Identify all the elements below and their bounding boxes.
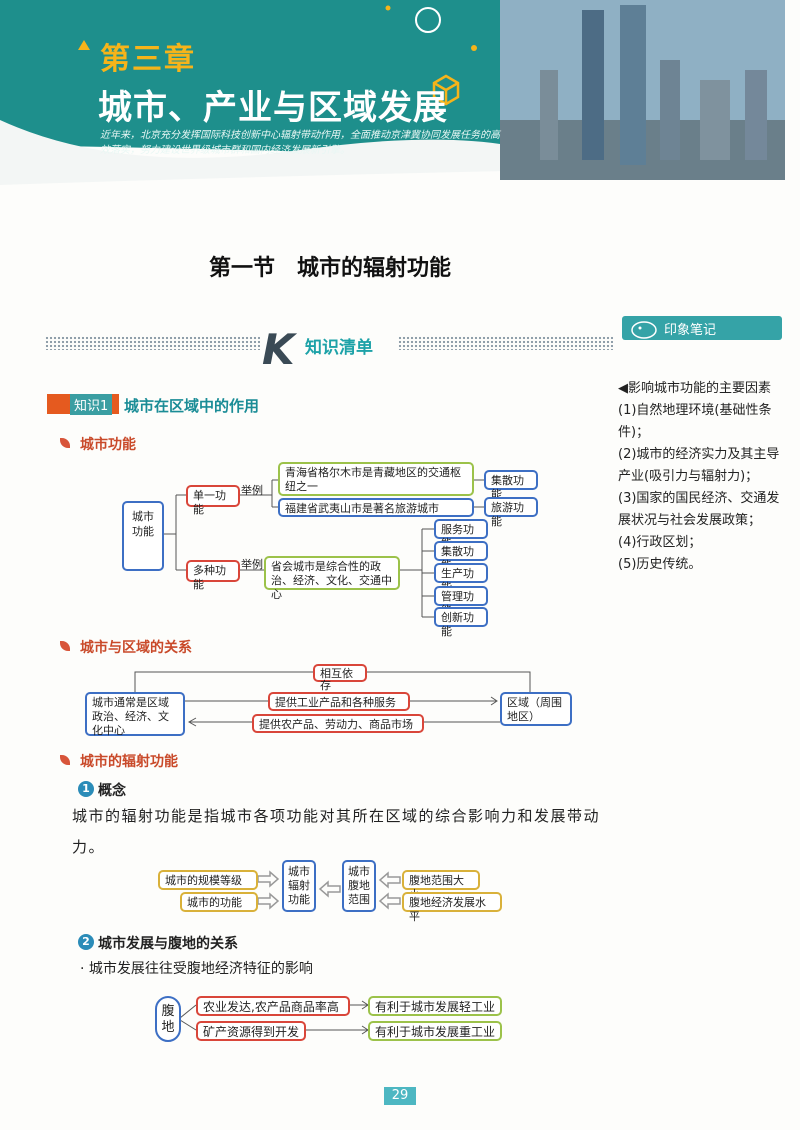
example-label: 举例 bbox=[241, 558, 263, 571]
chapter-intro: 近年来，北京充分发挥国际科技创新中心辐射带动作用，全面推动京津冀协同发展任务的高… bbox=[100, 130, 500, 156]
dotted-rule-right bbox=[398, 336, 613, 350]
node-provide-agricultural: 提供农产品、劳动力、商品市场 bbox=[252, 714, 424, 733]
node-heavy-industry: 有利于城市发展重工业 bbox=[368, 1021, 502, 1041]
number-badge: 2 bbox=[78, 934, 94, 950]
node-radiation-function: 城市辐射功能 bbox=[282, 860, 316, 912]
node-function-list-item: 生产功能 bbox=[434, 563, 488, 594]
concept-paragraph: 城市的辐射功能是指城市各项功能对其所在区域的综合影响力和发展带动力。 bbox=[72, 807, 601, 856]
number-badge: 1 bbox=[78, 781, 94, 797]
node-agriculture-developed: 农业发达,农产品商品率高 bbox=[196, 996, 350, 1016]
subheading-radiation: 城市的辐射功能 bbox=[80, 754, 178, 770]
node-example-capital: 省会城市是综合性的政治、经济、文化、交通中心 bbox=[264, 556, 400, 601]
concept-heading: 概念 bbox=[98, 783, 126, 799]
node-mineral-developed: 矿产资源得到开发 bbox=[196, 1021, 306, 1041]
node-light-industry: 有利于城市发展轻工业 bbox=[368, 996, 502, 1016]
knowledge-list-title: 知识清单 bbox=[305, 338, 373, 358]
node-mutual-dependence: 相互依存 bbox=[313, 664, 367, 692]
knowledge-point-label: 知识1 bbox=[70, 394, 113, 415]
node-provide-industrial: 提供工业产品和各种服务 bbox=[268, 692, 410, 711]
hinterland-bullet: · 城市发展往往受腹地经济特征的影响 bbox=[80, 961, 313, 977]
page-number: 29 bbox=[384, 1087, 416, 1105]
sidebar-line: (2)城市的经济实力及其主导产业(吸引力与辐射力)； bbox=[618, 447, 780, 484]
sidebar-heading: 印象笔记 bbox=[622, 316, 782, 340]
subheading-city-function: 城市功能 bbox=[80, 437, 136, 453]
knowledge-point-title: 城市在区域中的作用 bbox=[124, 397, 260, 415]
banner-background bbox=[0, 0, 785, 185]
elephant-icon bbox=[631, 321, 657, 339]
node-hinterland-economy: 腹地经济发展水平 bbox=[402, 892, 502, 923]
node-city-center: 城市通常是区域政治、经济、文化中心 bbox=[85, 692, 185, 737]
k-logo-icon: K bbox=[262, 325, 295, 374]
leaf-icon bbox=[60, 641, 70, 651]
node-tourism-function: 旅游功能 bbox=[484, 497, 538, 528]
leaf-icon bbox=[60, 438, 70, 448]
node-hinterland-range: 城市腹地范围 bbox=[342, 860, 376, 912]
node-hinterland-size: 腹地范围大小 bbox=[402, 870, 480, 901]
section-title: 第一节 城市的辐射功能 bbox=[208, 255, 451, 281]
sidebar-heading-label: 印象笔记 bbox=[664, 323, 717, 338]
example-label: 举例 bbox=[241, 484, 263, 497]
chapter-number: 第三章 bbox=[100, 42, 196, 77]
node-example-wuyishan: 福建省武夷山市是著名旅游城市 bbox=[278, 498, 474, 517]
node-function-list-item: 创新功能 bbox=[434, 607, 488, 638]
node-hinterland: 腹地 bbox=[155, 996, 181, 1042]
node-function-list-item: 管理功能 bbox=[434, 586, 488, 617]
sidebar-line: (3)国家的国民经济、交通发展状况与社会发展政策； bbox=[618, 491, 780, 528]
sidebar-line: ◀影响城市功能的主要因素 bbox=[618, 381, 771, 396]
chapter-banner: 第三章 城市、产业与区域发展 近年来，北京充分发挥国际科技创新中心辐射带动作用，… bbox=[0, 0, 800, 185]
node-city-function: 城市的功能 bbox=[180, 892, 258, 912]
subheading-city-region: 城市与区域的关系 bbox=[80, 640, 192, 656]
sidebar-notes: ◀影响城市功能的主要因素 (1)自然地理环境(基础性条件)； (2)城市的经济实… bbox=[618, 378, 784, 576]
node-region: 区域（周围地区） bbox=[500, 692, 572, 726]
node-single-function: 单一功能 bbox=[186, 485, 240, 516]
node-function-list-item: 服务功能 bbox=[434, 519, 488, 550]
node-multi-function: 多种功能 bbox=[186, 560, 240, 591]
node-scale-level: 城市的规模等级 bbox=[158, 870, 258, 890]
chapter-title: 城市、产业与区域发展 bbox=[98, 88, 448, 128]
hinterland-heading: 城市发展与腹地的关系 bbox=[98, 936, 238, 952]
node-distribution-function: 集散功能 bbox=[484, 470, 538, 501]
leaf-icon bbox=[60, 755, 70, 765]
node-example-golmud: 青海省格尔木市是青藏地区的交通枢纽之一 bbox=[278, 462, 474, 496]
node-function-list-item: 集散功能 bbox=[434, 541, 488, 572]
sidebar-line: (4)行政区划； bbox=[618, 535, 702, 550]
sidebar-line: (1)自然地理环境(基础性条件)； bbox=[618, 403, 772, 440]
node-city-function-root: 城市功能 bbox=[122, 501, 164, 571]
sidebar-line: (5)历史传统。 bbox=[618, 557, 702, 572]
dotted-rule-left bbox=[45, 336, 260, 350]
